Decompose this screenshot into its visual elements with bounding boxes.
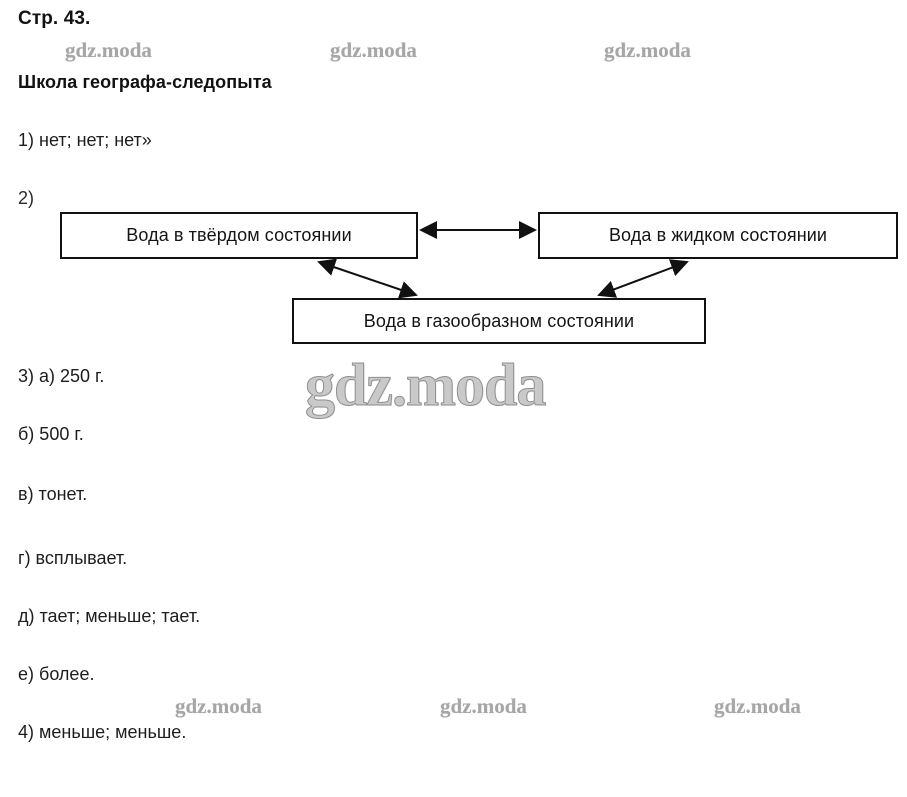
diagram-node-gas-label: Вода в газообразном состоянии bbox=[363, 310, 635, 331]
answer-line-1: 1) нет; нет; нет» bbox=[18, 130, 152, 150]
answer-line-3v: в) тонет. bbox=[18, 484, 88, 504]
diagram-node-liquid-label: Вода в жидком состоянии bbox=[608, 225, 828, 245]
diagram-node-solid: Вода в твёрдом состоянии bbox=[60, 212, 418, 259]
diagram-node-gas: Вода в газообразном состоянии bbox=[292, 298, 706, 344]
arrow-gas-liquid bbox=[597, 259, 689, 298]
answer-line-3d: д) тает; меньше; тает. bbox=[18, 606, 201, 626]
diagram-node-solid-label: Вода в твёрдом состоянии bbox=[126, 225, 352, 245]
answer-line-3a: 3) а) 250 г. bbox=[18, 366, 105, 386]
answer-line-3e: е) более. bbox=[18, 664, 95, 684]
section-title: Школа географа-следопыта bbox=[18, 72, 272, 92]
arrow-solid-gas bbox=[317, 258, 418, 299]
answer-line-4: 4) меньше; меньше. bbox=[18, 722, 187, 742]
answer-line-3g: г) всплывает. bbox=[18, 548, 128, 568]
diagram-node-liquid: Вода в жидком состоянии bbox=[538, 212, 898, 259]
answer-line-3b: б) 500 г. bbox=[18, 424, 84, 444]
page-number-label: Стр. 43. bbox=[18, 8, 91, 29]
answer-line-2-marker: 2) bbox=[18, 188, 35, 208]
